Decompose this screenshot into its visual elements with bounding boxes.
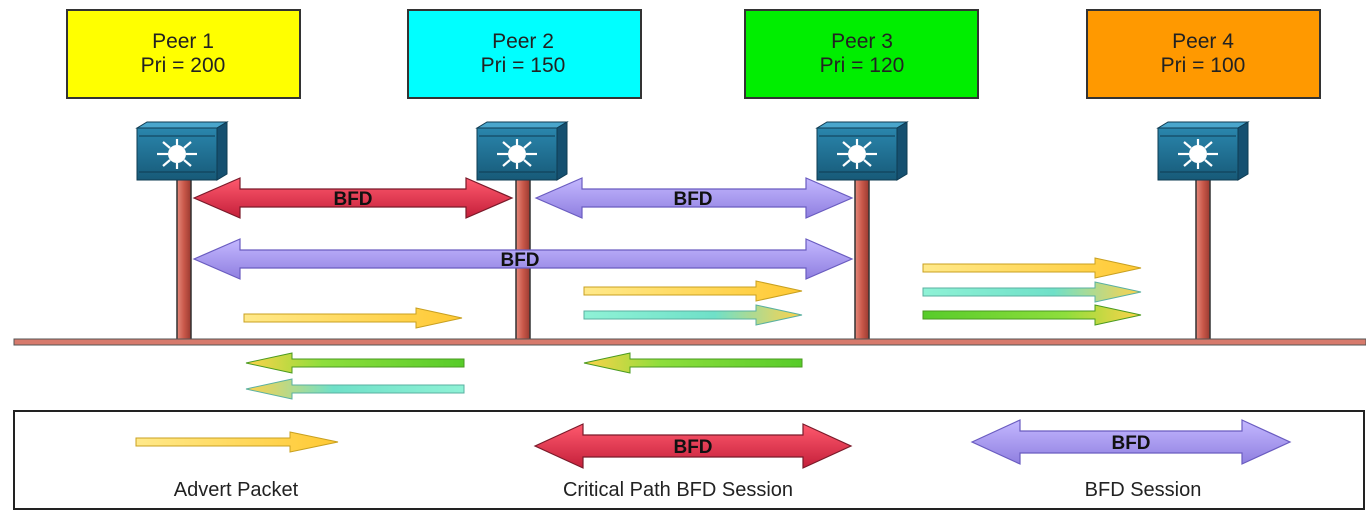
peer-3-link [854,177,870,342]
advert-packet-arrow [583,352,803,374]
bfd-session-label: BFD [500,250,539,271]
legend-bfd-session-label: BFD Session [1085,479,1202,501]
peer-box-2: Peer 2 Pri = 150 [407,9,642,99]
advert-packet-arrow [922,281,1142,303]
bfd-session-arrow-peer2-peer3: BFD [534,177,854,219]
legend-bfd-session-text: BFD [1111,433,1150,454]
advert-packet-arrow [922,257,1142,279]
legend-bfd-session-arrow: BFD [970,419,1292,465]
legend-advert-packet-label: Advert Packet [174,479,299,501]
peer-1-name: Peer 1 [152,30,214,53]
switch-icon [815,121,909,181]
advert-packet-arrow [243,307,463,329]
switch-icon [475,121,569,181]
critical-bfd-label: BFD [333,189,372,210]
advert-packet-arrow [245,352,465,374]
advert-packet-arrow [583,304,803,326]
legend-advert-packet-arrow [135,431,339,453]
legend-critical-bfd-arrow: BFD [533,423,853,469]
peer-4-name: Peer 4 [1172,30,1234,53]
advert-packet-arrow [922,304,1142,326]
peer-4-link [1195,177,1211,342]
peer-1-priority: Pri = 200 [141,54,226,77]
peer-1-link [176,177,192,342]
legend: Advert Packet BFD Critical Path BFD Sess… [13,410,1365,510]
bfd-session-label: BFD [673,189,712,210]
shared-segment-line [13,338,1366,346]
switch-icon [135,121,229,181]
peer-2-name: Peer 2 [492,30,554,53]
peer-3-name: Peer 3 [831,30,893,53]
peer-box-4: Peer 4 Pri = 100 [1086,9,1321,99]
critical-bfd-arrow-peer1-peer2: BFD [192,177,514,219]
advert-packet-arrow [583,280,803,302]
peer-2-priority: Pri = 150 [481,54,566,77]
switch-icon [1156,121,1250,181]
legend-critical-bfd-text: BFD [673,437,712,458]
advert-packet-arrow [245,378,465,400]
peer-4-priority: Pri = 100 [1161,54,1246,77]
peer-box-1: Peer 1 Pri = 200 [66,9,301,99]
peer-3-priority: Pri = 120 [820,54,905,77]
legend-critical-bfd-label: Critical Path BFD Session [563,479,793,501]
peer-box-3: Peer 3 Pri = 120 [744,9,979,99]
bfd-session-arrow-peer1-peer3: BFD [192,238,854,280]
